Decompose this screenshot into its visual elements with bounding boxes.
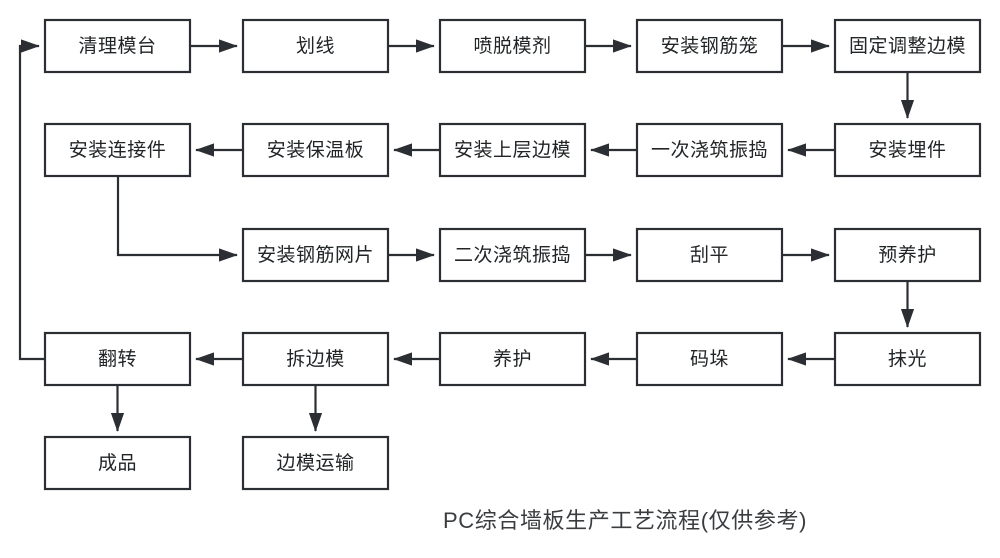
process-node[interactable]: 安装上层边模 <box>438 122 587 178</box>
process-node[interactable]: 翻转 <box>43 331 192 387</box>
process-node-label: 刮平 <box>690 244 729 266</box>
process-node[interactable]: 边模运输 <box>241 435 390 491</box>
process-node-box[interactable] <box>241 331 390 387</box>
process-node[interactable]: 抹光 <box>833 331 982 387</box>
process-node-label: 翻转 <box>98 348 137 370</box>
process-node-box[interactable] <box>635 331 784 387</box>
process-node-label: 抹光 <box>888 348 927 370</box>
process-node-box[interactable] <box>438 18 587 74</box>
process-node[interactable]: 安装保温板 <box>241 122 390 178</box>
diagram-caption: PC综合墙板生产工艺流程(仅供参考) <box>443 508 807 533</box>
process-node-label: 固定调整边模 <box>849 35 966 57</box>
process-node[interactable]: 拆边模 <box>241 331 390 387</box>
process-node[interactable]: 码垛 <box>635 331 784 387</box>
process-node[interactable]: 喷脱模剂 <box>438 18 587 74</box>
process-node-box[interactable] <box>833 122 982 178</box>
process-node-label: 划线 <box>296 35 335 57</box>
process-node-label: 喷脱模剂 <box>473 35 551 57</box>
process-node-label: 预养护 <box>878 244 937 266</box>
process-node-label: 一次浇筑振捣 <box>651 139 768 161</box>
process-node[interactable]: 一次浇筑振捣 <box>635 122 784 178</box>
process-node-box[interactable] <box>241 435 390 491</box>
process-node-box[interactable] <box>833 227 982 283</box>
process-node[interactable]: 清理模台 <box>43 18 192 74</box>
process-node-label: 养护 <box>493 348 532 370</box>
process-node-box[interactable] <box>43 122 192 178</box>
process-node-box[interactable] <box>241 227 390 283</box>
process-node-box[interactable] <box>438 227 587 283</box>
process-node-box[interactable] <box>635 18 784 74</box>
process-node-label: 成品 <box>98 452 137 474</box>
edge-n19-to-n1 <box>18 39 45 361</box>
process-node-label: 安装钢筋笼 <box>661 35 759 57</box>
process-node-label: 安装钢筋网片 <box>257 244 374 266</box>
process-node-label: 安装连接件 <box>69 139 167 161</box>
process-node[interactable]: 二次浇筑振捣 <box>438 227 587 283</box>
process-node[interactable]: 安装埋件 <box>833 122 982 178</box>
process-node-box[interactable] <box>438 122 587 178</box>
process-node-label: 清理模台 <box>78 35 156 57</box>
process-node[interactable]: 刮平 <box>635 227 784 283</box>
process-node-label: 二次浇筑振捣 <box>454 244 571 266</box>
process-node[interactable]: 安装连接件 <box>43 122 192 178</box>
process-node-label: 边模运输 <box>276 452 354 474</box>
process-node-box[interactable] <box>241 122 390 178</box>
process-node-label: 安装保温板 <box>267 139 365 161</box>
process-node-box[interactable] <box>43 331 192 387</box>
process-node[interactable]: 预养护 <box>833 227 982 283</box>
process-node-label: 安装上层边模 <box>454 139 571 161</box>
process-node[interactable]: 成品 <box>43 435 192 491</box>
process-node-box[interactable] <box>43 18 192 74</box>
process-node-label: 安装埋件 <box>868 139 946 161</box>
process-node-box[interactable] <box>438 331 587 387</box>
process-node-box[interactable] <box>635 122 784 178</box>
process-node-box[interactable] <box>833 18 982 74</box>
process-node-label: 码垛 <box>690 348 729 370</box>
process-node[interactable]: 养护 <box>438 331 587 387</box>
process-node-box[interactable] <box>635 227 784 283</box>
process-node-label: 拆边模 <box>286 348 345 370</box>
process-node[interactable]: 安装钢筋网片 <box>241 227 390 283</box>
process-node-box[interactable] <box>833 331 982 387</box>
process-node[interactable]: 固定调整边模 <box>833 18 982 74</box>
process-node-box[interactable] <box>43 435 192 491</box>
process-node[interactable]: 划线 <box>241 18 390 74</box>
edges-layer <box>18 39 915 432</box>
process-node[interactable]: 安装钢筋笼 <box>635 18 784 74</box>
edge-n10-to-n11 <box>116 176 238 262</box>
process-node-box[interactable] <box>241 18 390 74</box>
